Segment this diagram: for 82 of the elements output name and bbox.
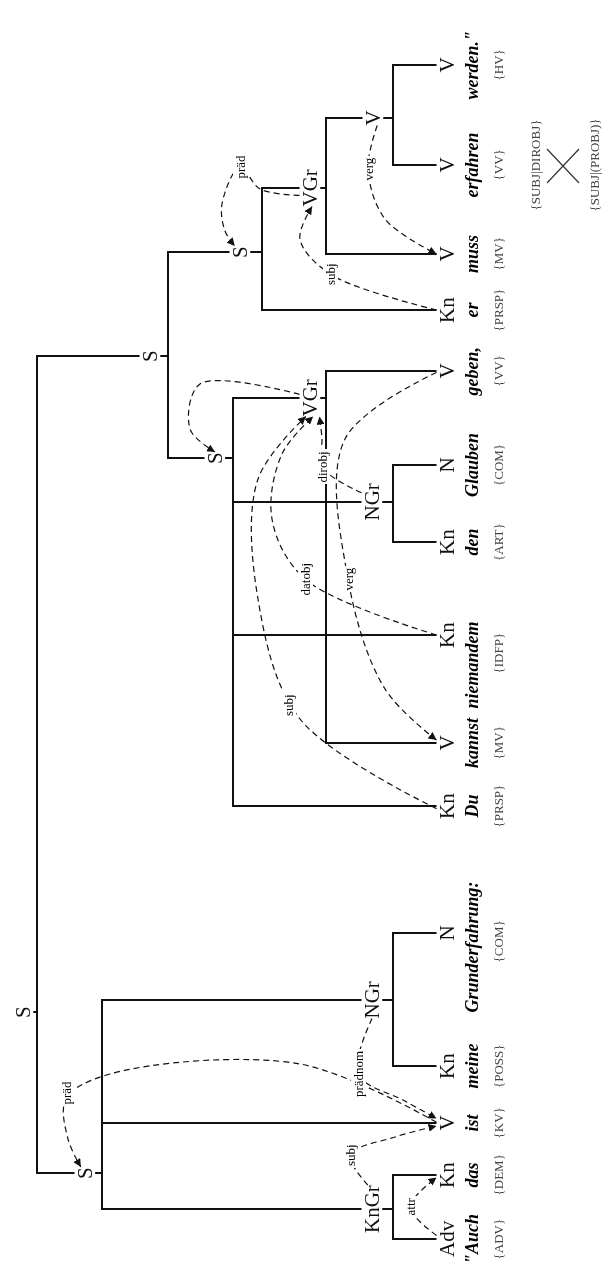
part-of-speech-tag: {COM} [491,443,505,486]
edge-label: prädnom [350,1048,366,1099]
edge-label: subj [322,261,338,287]
feature-label: {SUBJ|DIROBJ} [528,119,542,211]
part-of-speech-tag: {MV} [491,237,505,271]
tree-branch [159,251,231,357]
part-of-speech-tag: {MV} [491,726,505,760]
category-label: N [436,925,458,941]
sentence-word: kannst [463,717,481,768]
part-of-speech-tag: {PRSP} [491,784,505,828]
phrase-label: S [139,350,161,362]
category-label: Kn [436,1162,458,1188]
tree-branch [319,117,364,189]
dependency-arrow [316,415,363,494]
tree-branch [381,1174,438,1210]
part-of-speech-tag: {PRSP} [491,288,505,332]
category-label: Adv [436,1220,458,1257]
feature-label: {SUBJ|(PROBJ)} [587,118,601,212]
sentence-word: den [463,528,481,556]
sentence-word: Du [463,794,481,818]
part-of-speech-tag: {VV} [491,355,505,387]
tree-branch [382,64,438,119]
dependency-arrow [299,205,438,311]
phrase-label: VGr [299,379,321,417]
phrase-label: VGr [299,169,321,207]
category-label: V [436,735,458,751]
sentence-word: geben, [463,347,481,396]
part-of-speech-tag: {ART} [491,523,505,561]
phrase-label: NGr [361,981,383,1019]
sentence-word: er [463,302,481,318]
dependency-arrow [367,124,438,255]
sentence-word: Glauben [463,433,481,497]
category-label: V [436,57,458,73]
dependency-arrow [187,380,301,453]
sentence-word: niemandem [463,621,481,709]
phrase-label: S [229,246,251,258]
sentence-word: "Auch [463,1214,481,1264]
phrase-label: NGr [361,483,383,521]
category-label: Kn [436,529,458,555]
edge-label: präd [232,153,248,181]
part-of-speech-tag: {POSS} [491,1044,505,1088]
category-label: Kn [436,622,458,648]
category-label: V [436,246,458,262]
sentence-word: erfahren [463,132,481,198]
category-label: V [436,363,458,379]
edge-label: subj [280,692,296,718]
sentence-word: Grunderfahrung: [463,881,481,1013]
phrase-label: S [204,452,226,464]
sentence-word: werden." [463,31,481,100]
tree-branch [32,355,141,1013]
part-of-speech-tag: {IDFP} [491,632,505,674]
phrase-label: S [12,1006,34,1018]
dependency-arrow [250,415,438,810]
part-of-speech-tag: {DEM} [491,1154,505,1196]
edge-label: datobj [297,561,313,598]
category-label: N [436,457,458,473]
tree-branch [94,999,363,1174]
part-of-speech-tag: {HV} [491,49,505,81]
sentence-word: ist [463,1114,481,1132]
category-label: V [436,1115,458,1131]
category-label: V [436,157,458,173]
tree-branch [249,187,301,253]
category-label: Kn [436,1053,458,1079]
category-label: Kn [436,297,458,323]
part-of-speech-tag: {COM} [491,920,505,963]
part-of-speech-tag: {KV} [491,1107,505,1139]
tree-branch [381,932,438,1001]
part-of-speech-tag: {ADV} [491,1218,505,1260]
tree-branch [381,464,438,503]
phrase-label: KnGr [361,1185,383,1233]
phrase-label: S [74,1167,96,1179]
part-of-speech-tag: {VV} [491,149,505,181]
dependency-arrow [270,415,438,636]
sentence-word: muss [463,234,481,273]
tree-branch [224,397,301,459]
dependency-arrow [62,1058,438,1168]
sentence-word: das [463,1162,481,1188]
tree-branch [319,370,438,399]
dependency-arrow [335,371,438,741]
phrase-label: V [362,110,384,126]
category-label: Kn [436,793,458,819]
sentence-word: meine [463,1043,481,1089]
